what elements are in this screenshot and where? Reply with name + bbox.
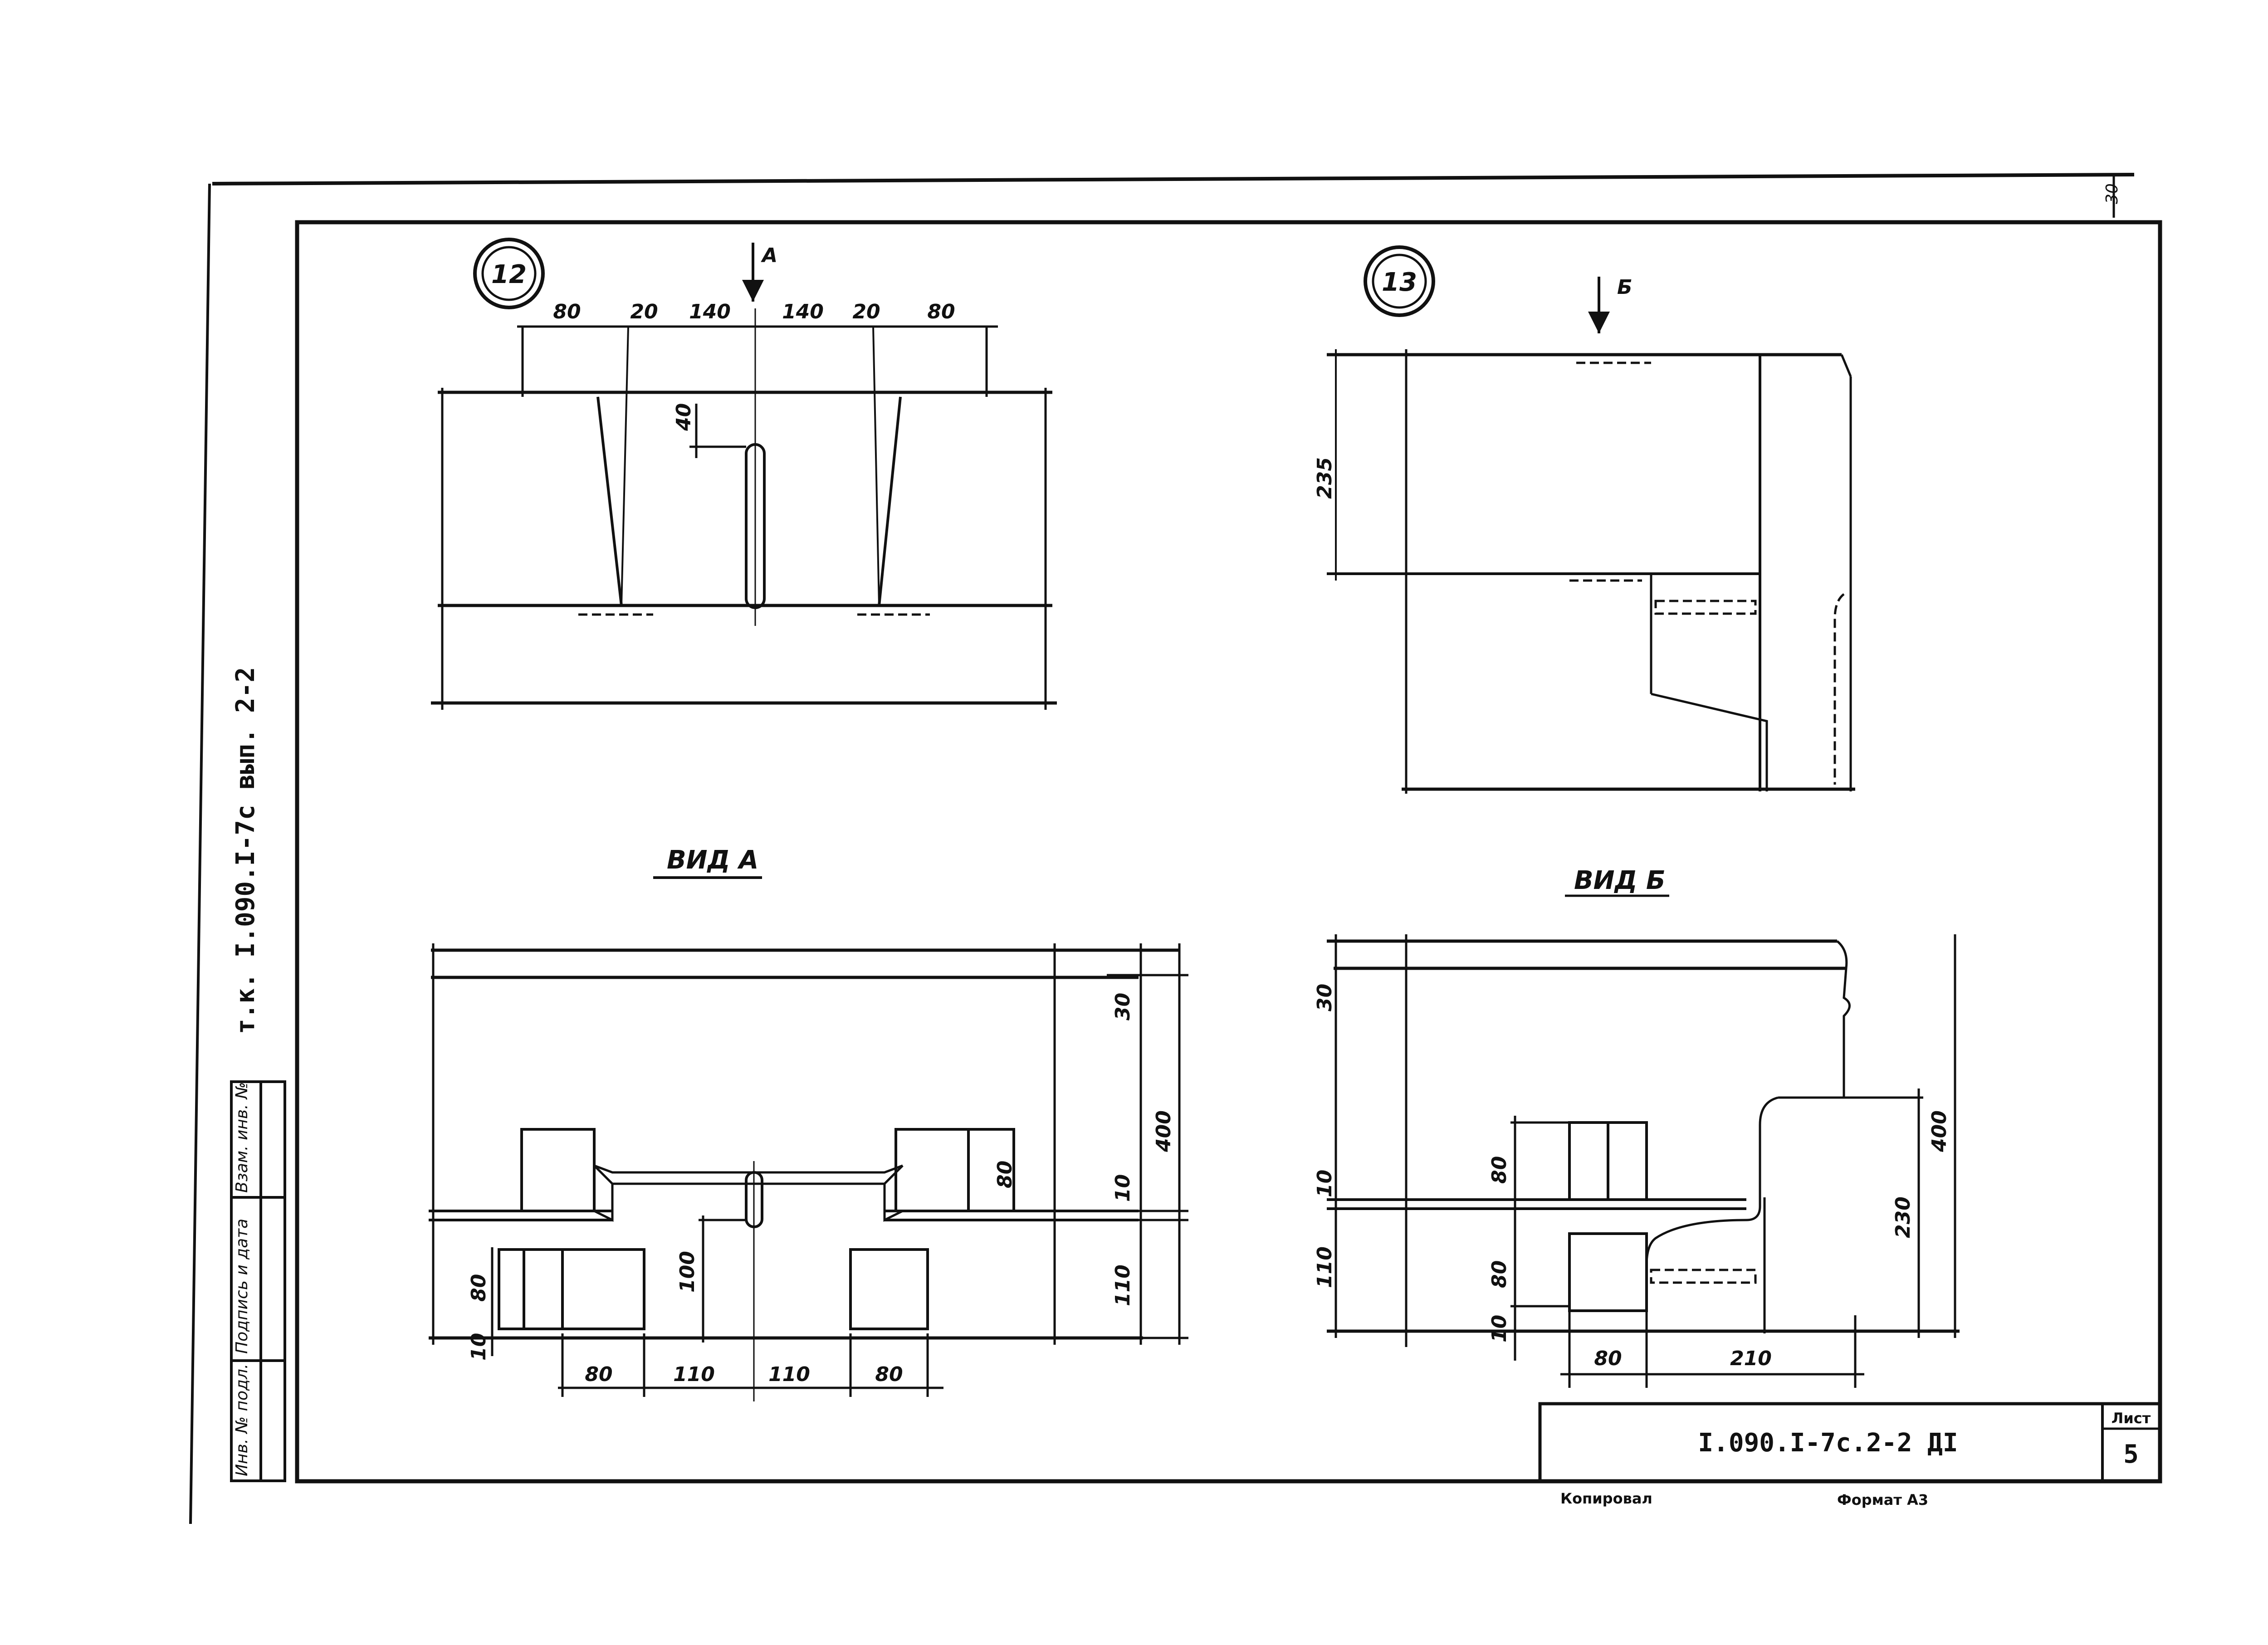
- dim-label: 110: [1313, 1246, 1336, 1288]
- side-series-text: т.к. I.090.I-7с вып. 2-2: [231, 667, 260, 1034]
- dim-label: 80: [1488, 1156, 1511, 1184]
- detail-13-marker: [1364, 245, 1435, 317]
- detail-13-number: 13: [1382, 268, 1417, 297]
- dim-label: 235: [1313, 457, 1336, 499]
- dim-label: 20: [852, 300, 880, 323]
- dim-label: 10: [1313, 1170, 1336, 1197]
- dim-label: 10: [467, 1333, 490, 1361]
- dim-label: 30: [1111, 993, 1134, 1020]
- dim-label: 10: [1111, 1174, 1134, 1202]
- sheet-number: 5: [2123, 1440, 2139, 1469]
- dim-label: 10: [1488, 1315, 1511, 1342]
- view-b-arrow-label: Б: [1617, 276, 1633, 299]
- side-cell-signature: Подпись и дата: [233, 1219, 251, 1354]
- detail-12-marker: [473, 238, 545, 309]
- detail-12-geometry: [431, 308, 1057, 710]
- view-a-arrow-label: A: [761, 244, 777, 267]
- footer-format: Формат А3: [1837, 1491, 1928, 1508]
- dim-label: 140: [782, 300, 824, 323]
- detail-12-rod-offset: 40: [672, 403, 695, 431]
- dim-label: 80: [927, 300, 955, 323]
- dim-label: 80: [1488, 1260, 1511, 1288]
- dim-label: 80: [993, 1161, 1017, 1188]
- dim-label: 140: [689, 300, 731, 323]
- dim-label: 110: [768, 1363, 810, 1386]
- sheet-label: Лист: [2112, 1410, 2151, 1427]
- dim-label: 110: [1111, 1264, 1134, 1306]
- dim-label: 400: [1928, 1110, 1951, 1152]
- document-code: I.090.I-7с.2-2 ДI: [1698, 1428, 1958, 1458]
- view-b-geometry: [1327, 934, 1960, 1388]
- dim-label: 20: [630, 300, 658, 323]
- corner-mark: 30: [2103, 183, 2121, 204]
- dim-label: 230: [1892, 1196, 1915, 1238]
- detail-12-number: 12: [491, 260, 527, 289]
- dim-label: 400: [1152, 1110, 1175, 1152]
- side-stamp: т.к. I.090.I-7с вып. 2-2 Инв. № подл. По…: [230, 667, 286, 1482]
- dim-label: 30: [1313, 984, 1336, 1011]
- view-b-title: ВИД Б: [1574, 866, 1666, 895]
- side-cell-inventory: Инв. № подл.: [233, 1364, 251, 1476]
- view-a-geometry: [429, 943, 1188, 1401]
- dim-label: 110: [673, 1363, 715, 1386]
- dim-label: 80: [875, 1363, 903, 1386]
- dim-label: 100: [676, 1251, 699, 1293]
- footer-copied: Копировал: [1560, 1490, 1652, 1507]
- title-block: [1538, 1402, 2162, 1483]
- view-b: ВИД Б 30 10: [1313, 866, 1960, 1388]
- dim-label: 80: [585, 1363, 612, 1386]
- dim-label: 80: [553, 300, 581, 323]
- view-a-bottom-dims: 80 110 110 80: [585, 1363, 903, 1386]
- dim-label: 210: [1730, 1347, 1772, 1370]
- dim-label: 80: [1594, 1347, 1622, 1370]
- view-a-title: ВИД А: [667, 845, 758, 875]
- sheet-frame: [189, 173, 2162, 1524]
- detail-12: 12 A 80 20 140 140: [431, 238, 1057, 710]
- side-cell-replace: Взам. инв. №: [233, 1082, 251, 1193]
- detail-13: 13 Б 235: [1313, 245, 1855, 794]
- detail-13-geometry: [1327, 349, 1855, 794]
- view-a: ВИД А: [429, 845, 1188, 1401]
- detail-13-height-dim: [1327, 349, 1361, 581]
- detail-12-top-dims: 80 20 140 140 20 80: [553, 300, 955, 323]
- dim-label: 80: [467, 1274, 490, 1302]
